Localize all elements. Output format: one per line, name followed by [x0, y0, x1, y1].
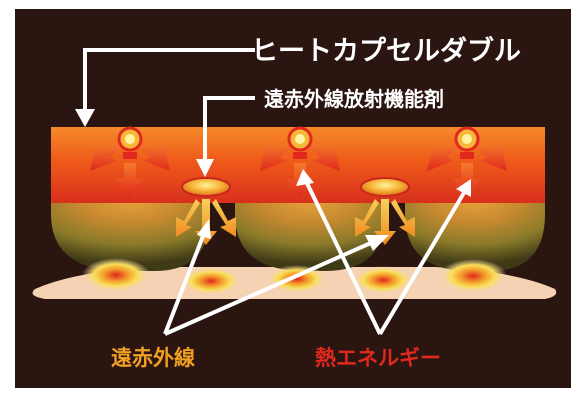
heat-capsule-emitters	[90, 126, 507, 197]
heat-energy-label: 熱エネルギー	[315, 346, 441, 370]
far-ir-agent-label: 遠赤外線放射機能剤	[264, 87, 444, 111]
radiation-domes	[51, 199, 545, 271]
far-infrared-label: 遠赤外線	[111, 346, 195, 370]
far-infrared-callouts	[163, 219, 389, 336]
diagram-panel: ヒートカプセルダブル 遠赤外線放射機能剤 遠赤外線 熱エネルギー	[15, 9, 571, 388]
far-infrared-agents	[176, 177, 415, 245]
heat-capsule-callout	[75, 48, 255, 127]
heat-energy-callouts	[296, 169, 471, 336]
heat-capsule-diagram: ヒートカプセルダブル 遠赤外線放射機能剤 遠赤外線 熱エネルギー	[32, 35, 557, 370]
skin-heat-spots	[82, 258, 507, 295]
far-ir-agent-callout	[196, 96, 255, 177]
heat-capsule-label: ヒートカプセルダブル	[251, 35, 521, 67]
